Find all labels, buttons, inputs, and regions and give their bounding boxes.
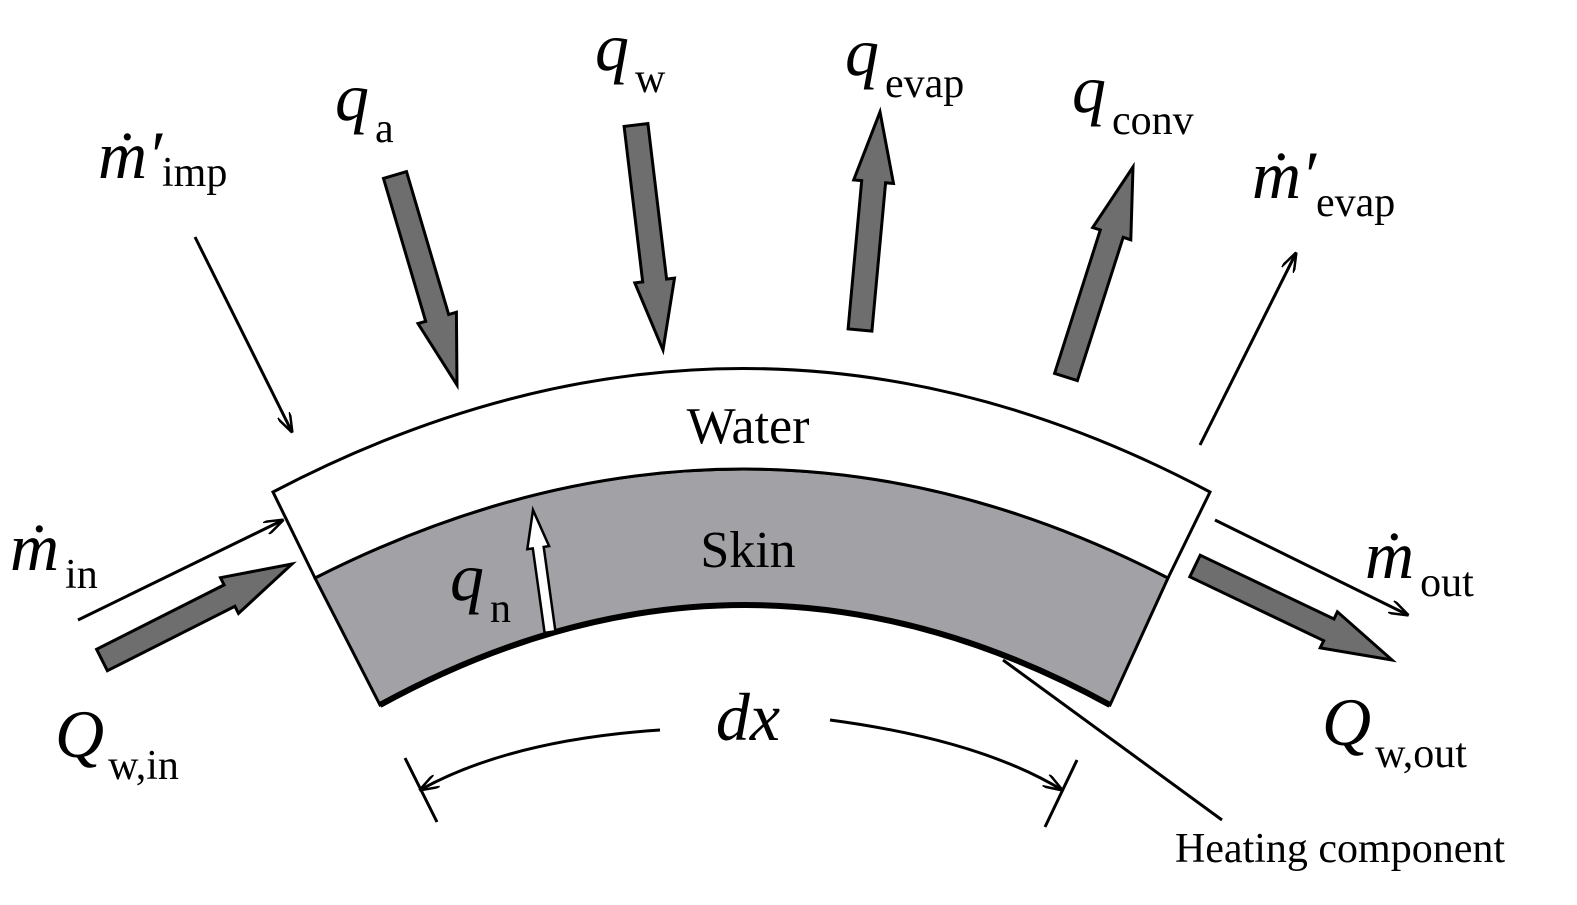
dx-right-arc-arrow (829, 718, 1062, 790)
m-imp-label: ṁ′imp (98, 117, 227, 196)
m-in-arrow (77, 520, 283, 622)
heating-component-line (378, 602, 1112, 708)
Q-w-out-arrow (1187, 553, 1397, 663)
m-evap-label: ṁ′evap (1252, 137, 1395, 226)
dx-left-arc-arrow (420, 728, 661, 790)
q-a-arrow (381, 169, 459, 391)
q-n-arrow (525, 505, 557, 635)
heating-component-leader (1002, 658, 1223, 822)
Q-w-in-arrow (94, 561, 297, 673)
heating-component-label: Heating component (1175, 826, 1505, 872)
q-evap-arrow (846, 106, 896, 333)
water-layer (271, 367, 1212, 581)
skin-label: Skin (700, 522, 795, 579)
dx-right-tick (1043, 759, 1079, 828)
m-evap-arrow (1198, 253, 1296, 446)
dx-label: dx (716, 679, 780, 755)
m-out-arrow (1214, 518, 1408, 615)
Q-w-out-label: Qw,out (1322, 684, 1467, 777)
m-imp-arrow (193, 236, 292, 432)
Q-w-in-label: Qw,in (55, 696, 179, 789)
q-conv-arrow (1052, 161, 1135, 383)
water-label: Water (687, 398, 810, 455)
q-w-arrow (622, 121, 677, 356)
